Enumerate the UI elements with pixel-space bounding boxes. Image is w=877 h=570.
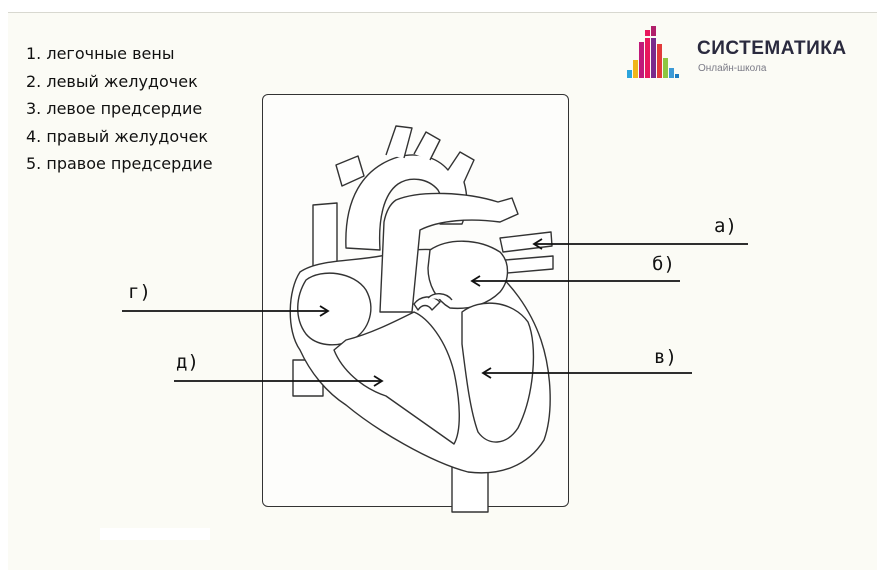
label-a: а)	[714, 215, 737, 237]
label-d: д)	[176, 351, 199, 373]
pulmonary-vein-left	[336, 156, 364, 186]
right-atrium	[298, 273, 371, 345]
label-b: б)	[652, 253, 675, 275]
blank-bar	[100, 528, 210, 540]
heart-drawing	[290, 126, 553, 512]
pulmonary-vein-lower	[505, 256, 553, 273]
pulmonary-vein-upper	[500, 232, 552, 252]
label-g: г)	[128, 281, 151, 303]
label-v: в)	[654, 346, 677, 368]
